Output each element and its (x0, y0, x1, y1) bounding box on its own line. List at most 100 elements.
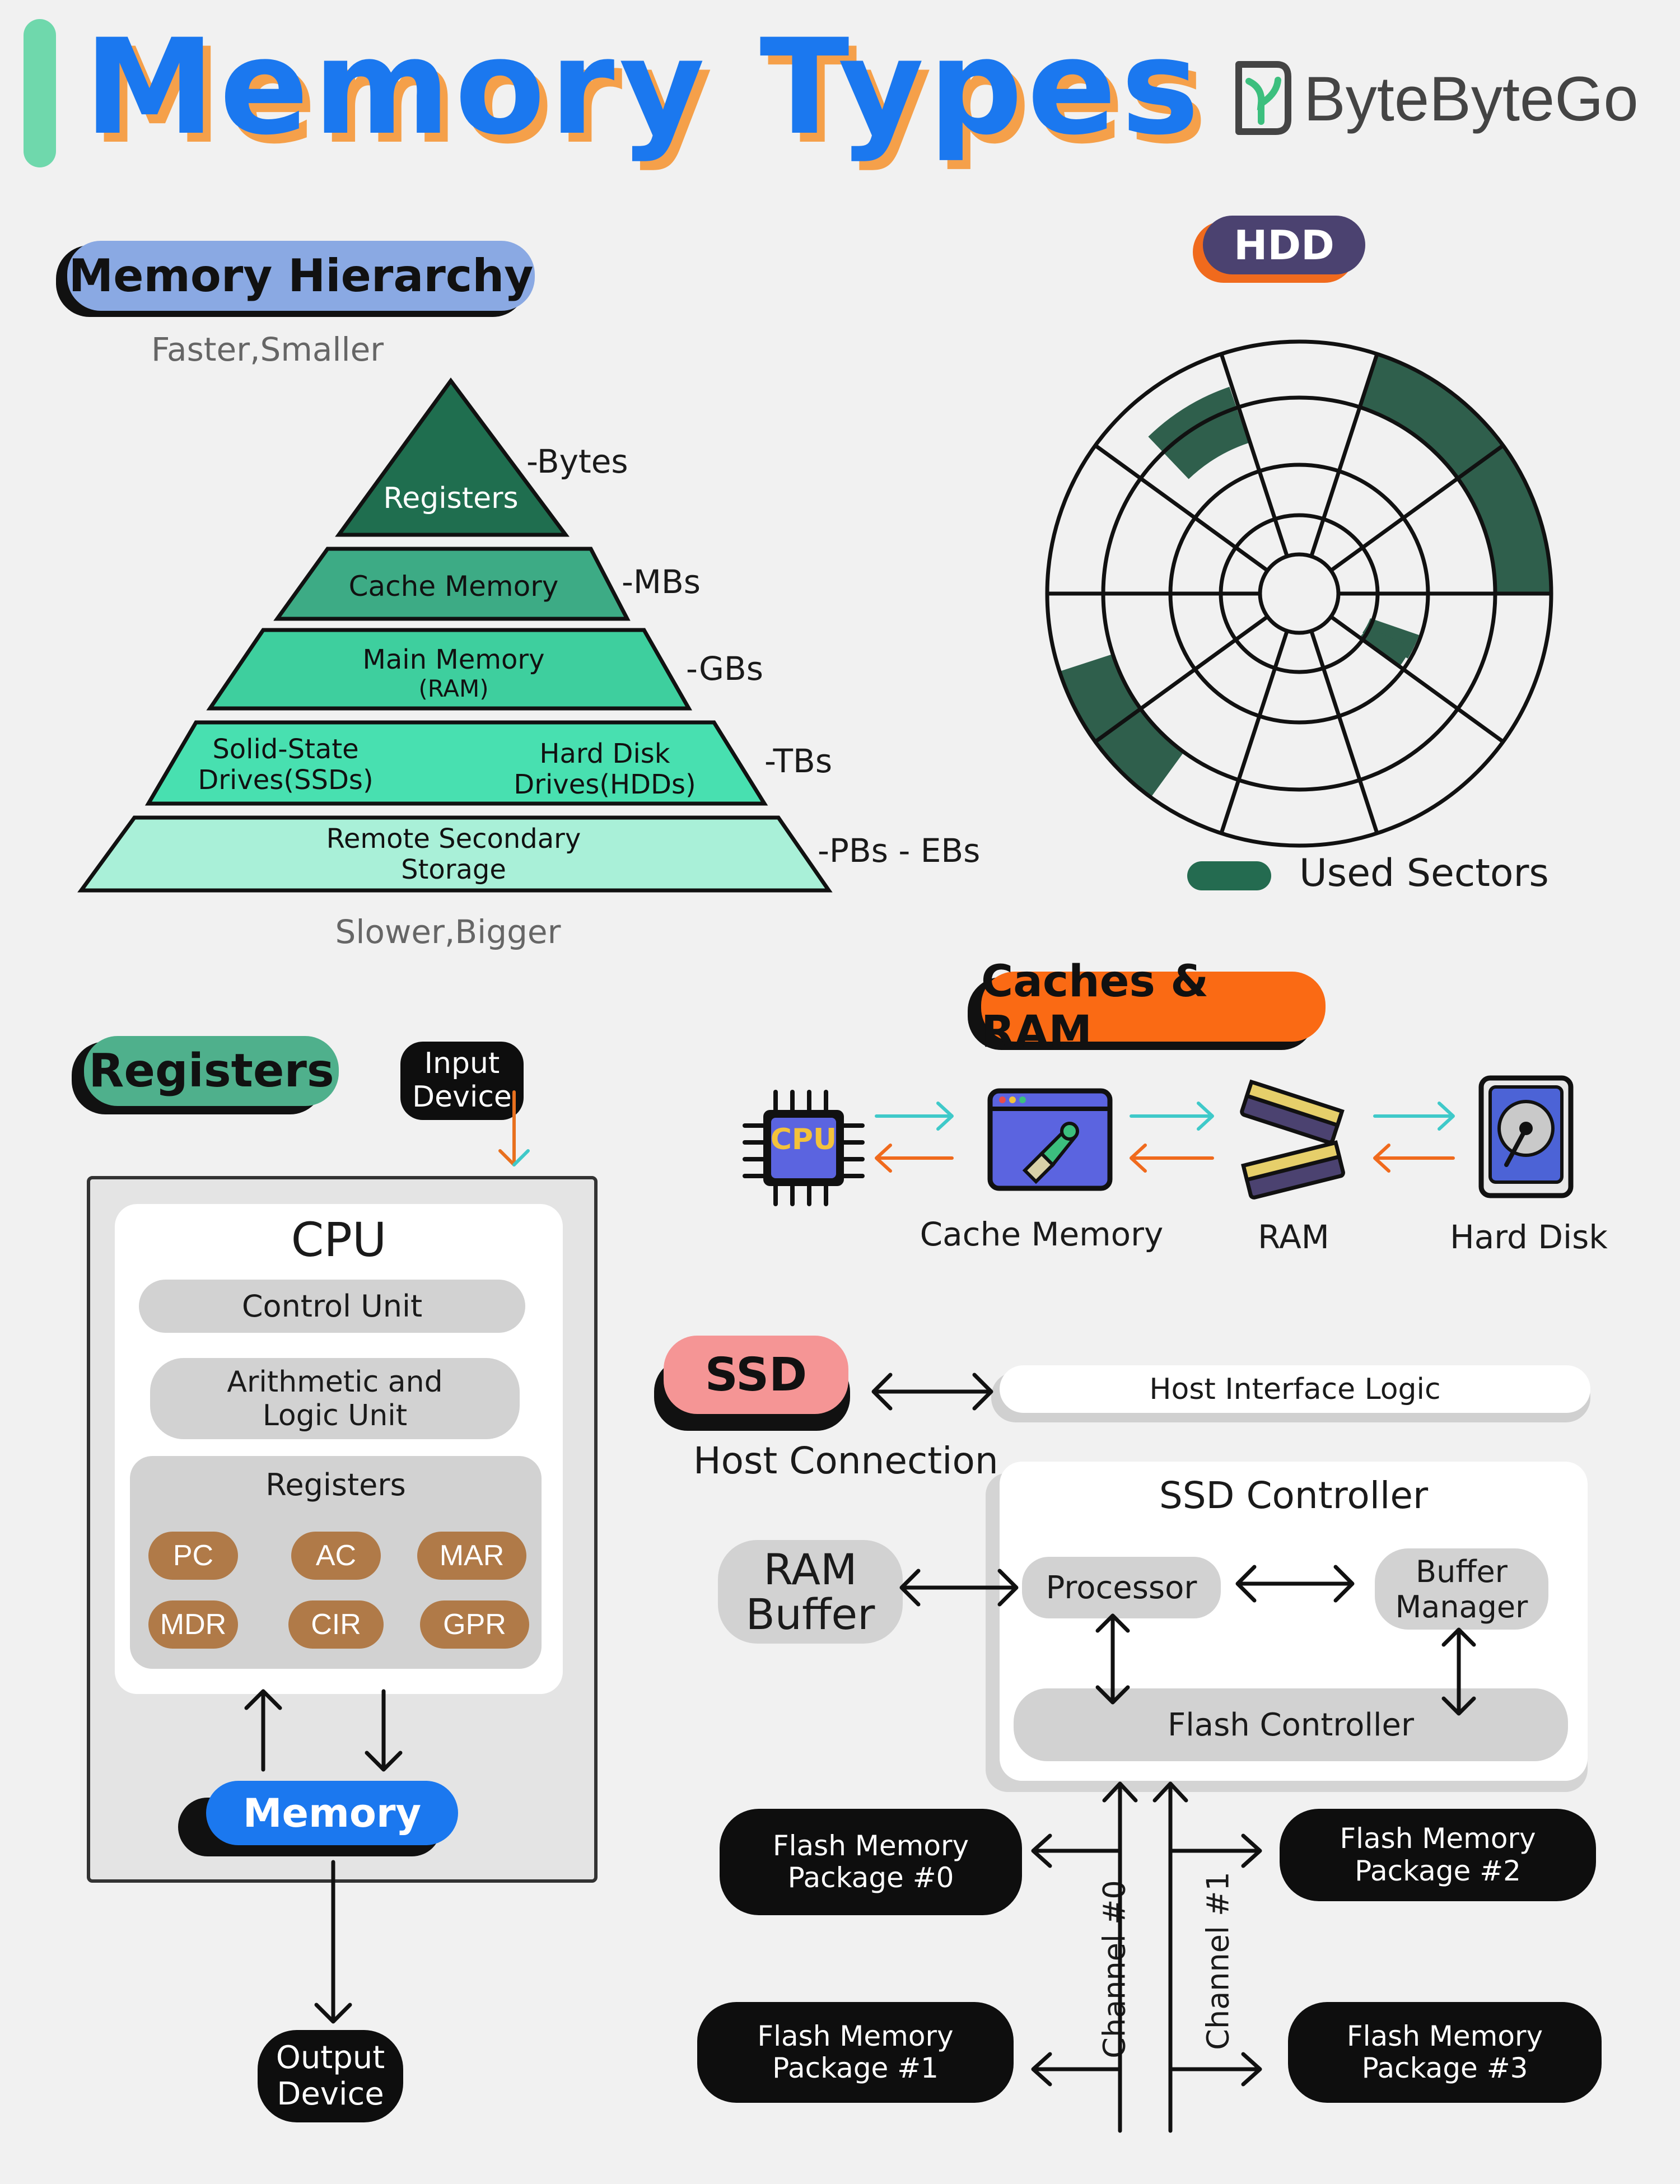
flash-package-0-line1: Flash Memory (772, 1829, 969, 1862)
size-label-bytes: -Bytes (526, 442, 628, 480)
hdd-badge-label: HDD (1234, 221, 1334, 269)
register-pc: PC (148, 1532, 238, 1580)
hard-disk-icon (1478, 1075, 1574, 1198)
used-sectors-legend-swatch (1187, 861, 1271, 890)
size-label-mbs: -MBs (622, 563, 701, 601)
brand-name: ByteByteGo (1304, 64, 1639, 134)
cpu-chip-label: CPU (770, 1123, 837, 1156)
cpu-chip-icon (743, 1090, 865, 1206)
hdd-sector-lines (1047, 353, 1551, 834)
hdd-platter (1045, 339, 1553, 848)
pyramid-level-cache (273, 547, 631, 621)
used-sector (1148, 386, 1249, 479)
registers-group-title: Registers (265, 1467, 406, 1502)
flash-package-2-line2: Package #2 (1355, 1854, 1521, 1887)
hierarchy-top-caption: Faster,Smaller (151, 330, 384, 368)
control-unit: Control Unit (139, 1280, 525, 1333)
pyramid-label-remote-2: Storage (401, 854, 506, 885)
page-title-shadow: Memory Types (92, 20, 1212, 173)
pyramid-label-registers: Registers (383, 482, 519, 515)
hierarchy-bottom-caption: Slower,Bigger (335, 913, 561, 951)
pyramid-label-hdd-1: Hard Disk (539, 738, 670, 769)
input-device-line1: Input (424, 1047, 500, 1081)
memory-badge: Memory (206, 1781, 458, 1845)
register-ac: AC (291, 1532, 381, 1580)
flash-package-1-line2: Package #1 (772, 2052, 939, 2084)
host-interface-logic: Host Interface Logic (1000, 1365, 1590, 1413)
pyramid-level-remote (77, 815, 833, 893)
used-sector (1458, 445, 1552, 594)
register-cir: CIR (288, 1600, 384, 1649)
ssd-badge-label: SSD (704, 1348, 808, 1402)
processor-buffer-arrow (1235, 1565, 1355, 1603)
package-3-link (1168, 2052, 1262, 2087)
caches-badge-label: Caches & RAM (981, 956, 1209, 1057)
flash-package-2-line1: Flash Memory (1340, 1822, 1536, 1855)
flash-package-3-line1: Flash Memory (1346, 2019, 1543, 2052)
ram-buffer-line1: RAM (763, 1544, 857, 1594)
flash-package-0-line2: Package #0 (787, 1861, 954, 1894)
ram-buffer-line2: Buffer (745, 1589, 875, 1639)
used-sectors-legend-label: Used Sectors (1299, 851, 1549, 895)
pyramid-label-cache: Cache Memory (348, 570, 559, 603)
flash-package-0: Flash Memory Package #0 (720, 1809, 1022, 1915)
flash-package-2: Flash Memory Package #2 (1280, 1809, 1596, 1901)
pyramid-level-registers (335, 377, 570, 537)
caches-label-ram: RAM (1258, 1218, 1329, 1256)
pyramid-label-main-memory-2: (RAM) (418, 675, 489, 702)
output-device-line1: Output (276, 2040, 385, 2076)
cache-memory-icon (987, 1088, 1113, 1191)
channel-1-line (1152, 1781, 1188, 2133)
ssd-badge: SSD (664, 1336, 848, 1414)
registers-badge: Registers (84, 1036, 339, 1106)
register-mar: MAR (417, 1532, 526, 1580)
ssd-controller-title: SSD Controller (1159, 1474, 1429, 1517)
used-sector (1095, 709, 1184, 797)
host-interface-logic-label: Host Interface Logic (1149, 1372, 1441, 1406)
flash-package-1-line1: Flash Memory (757, 2019, 954, 2052)
output-device: Output Device (258, 2030, 403, 2122)
pyramid-label-main-memory-1: Main Memory (362, 644, 545, 675)
alu-line1: Arithmetic and (227, 1365, 443, 1399)
registers-badge-label: Registers (88, 1044, 334, 1098)
alu-line2: Logic Unit (262, 1398, 408, 1432)
hierarchy-badge-label: Memory Hierarchy (68, 250, 534, 302)
register-mdr: MDR (148, 1600, 238, 1649)
used-sector (1360, 354, 1503, 478)
flash-package-1: Flash Memory Package #1 (697, 2002, 1014, 2103)
pyramid-label-remote-1: Remote Secondary (326, 823, 581, 855)
brand-logo (1232, 59, 1294, 137)
output-device-line2: Device (277, 2075, 384, 2112)
package-2-link (1168, 1833, 1262, 1868)
host-link-arrow (871, 1373, 993, 1411)
flash-package-3: Flash Memory Package #3 (1288, 2002, 1602, 2103)
channel-0-line (1102, 1781, 1138, 2133)
page-title-text: Memory Types (84, 11, 1204, 164)
used-sector (1359, 627, 1411, 668)
flash-package-3-line2: Package #3 (1361, 2052, 1528, 2084)
size-label-tbs: -TBs (764, 742, 833, 780)
input-device: Input Device (400, 1042, 524, 1120)
pyramid-label-ssd-1: Solid-State (212, 734, 359, 765)
input-device-line2: Device (412, 1080, 512, 1114)
memory-badge-label: Memory (242, 1790, 422, 1836)
processor: Processor (1022, 1557, 1221, 1618)
hdd-badge: HDD (1203, 216, 1365, 274)
register-gpr: GPR (420, 1600, 529, 1649)
pyramid-level-main-memory (206, 628, 693, 711)
ram-processor-arrow (899, 1569, 1019, 1607)
size-label-pbs-ebs: -PBs - EBs (818, 832, 981, 870)
buffer-flash-arrow (1441, 1627, 1476, 1716)
hierarchy-badge: Memory Hierarchy (67, 241, 535, 311)
ram-icon (1240, 1079, 1345, 1200)
buffer-manager-line1: Buffer (1416, 1553, 1508, 1589)
ram-buffer: RAM Buffer (718, 1540, 903, 1644)
package-0-link (1031, 1833, 1122, 1868)
size-label-gbs: -GBs (686, 650, 764, 688)
flash-controller: Flash Controller (1014, 1688, 1568, 1761)
pyramid-level-storage (144, 720, 768, 806)
pyramid-label-ssd-2: Drives(SSDs) (198, 764, 374, 796)
